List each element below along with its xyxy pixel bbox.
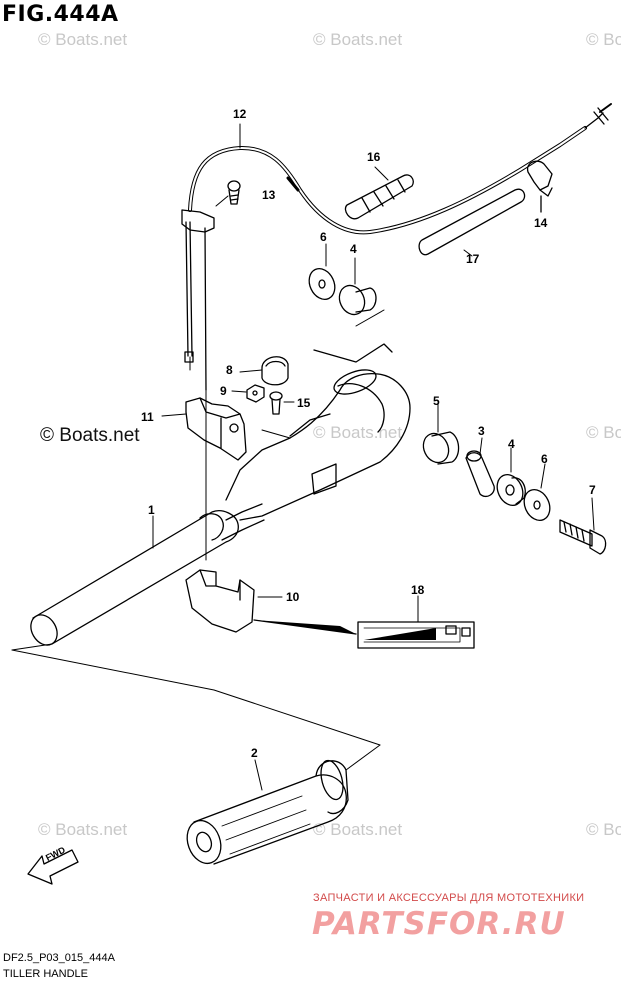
- callout-10: 10: [286, 590, 300, 604]
- callout-7: 7: [589, 483, 596, 497]
- figure-title: FIG.444A: [2, 2, 119, 27]
- callout-15: 15: [297, 396, 311, 410]
- callout-5: 5: [433, 394, 440, 408]
- callout-16: 16: [367, 150, 381, 164]
- callout-3: 3: [478, 424, 485, 438]
- callout-18: 18: [411, 583, 425, 597]
- washer-6-lower: [523, 488, 551, 522]
- callout-1: 1: [148, 503, 155, 517]
- promo-tagline: ЗАПЧАСТИ И АКСЕССУАРЫ ДЛЯ МОТОТЕХНИКИ: [313, 892, 585, 904]
- watermark: © Boats.net: [586, 820, 621, 839]
- grip-sleeve-16: [344, 174, 414, 220]
- bushing-4-lower: [496, 473, 526, 507]
- watermark: © Boats.net: [313, 820, 403, 839]
- throttle-grip-2: [186, 759, 349, 865]
- upper-clamp-11: [185, 397, 247, 461]
- tiller-arm-bracket: [225, 343, 411, 521]
- callout-6-lower: 6: [541, 452, 548, 466]
- callout-8: 8: [226, 363, 233, 377]
- bolt-15: [269, 391, 283, 415]
- watermark: © Boats.net: [38, 30, 128, 49]
- throttle-cable: [181, 103, 612, 391]
- callout-4-upper: 4: [350, 242, 357, 256]
- caution-label-18: [253, 619, 475, 649]
- callout-2: 2: [251, 746, 258, 760]
- collar-3: [465, 450, 495, 498]
- callout-11: 11: [141, 410, 154, 424]
- clip-14: [526, 160, 553, 213]
- leader-lines: [11, 123, 595, 791]
- friction-knob-8: [261, 356, 289, 386]
- screw-13: [227, 180, 241, 205]
- callout-4-lower: 4: [508, 437, 515, 451]
- lower-clamp-10: [185, 569, 255, 633]
- promo-logo: PARTSFOR.RU: [312, 906, 566, 942]
- bolt-7: [559, 519, 607, 555]
- bushing-4-upper: [338, 284, 377, 316]
- callout-9: 9: [220, 384, 227, 398]
- callout-12: 12: [233, 107, 247, 121]
- callout-6-upper: 6: [320, 230, 327, 244]
- watermark: © Boats.net: [313, 30, 403, 49]
- fwd-arrow-icon: [27, 849, 79, 885]
- nut-9: [246, 384, 265, 403]
- callout-17: 17: [466, 252, 480, 266]
- watermark: © Boats.net: [586, 30, 621, 49]
- tube-17: [418, 188, 526, 256]
- watermark-dark: © Boats.net: [40, 425, 140, 446]
- callout-14: 14: [534, 216, 548, 230]
- figure-code: DF2.5_P03_015_444A: [3, 952, 115, 964]
- watermark: © Boats.net: [586, 423, 621, 442]
- tiller-handle-1: [30, 503, 265, 646]
- watermark: © Boats.net: [313, 423, 403, 442]
- watermark: © Boats.net: [38, 820, 128, 839]
- figure-name: TILLER HANDLE: [3, 968, 88, 980]
- bushing-5: [422, 431, 460, 465]
- callout-13: 13: [262, 188, 276, 202]
- washer-6-upper: [308, 267, 336, 301]
